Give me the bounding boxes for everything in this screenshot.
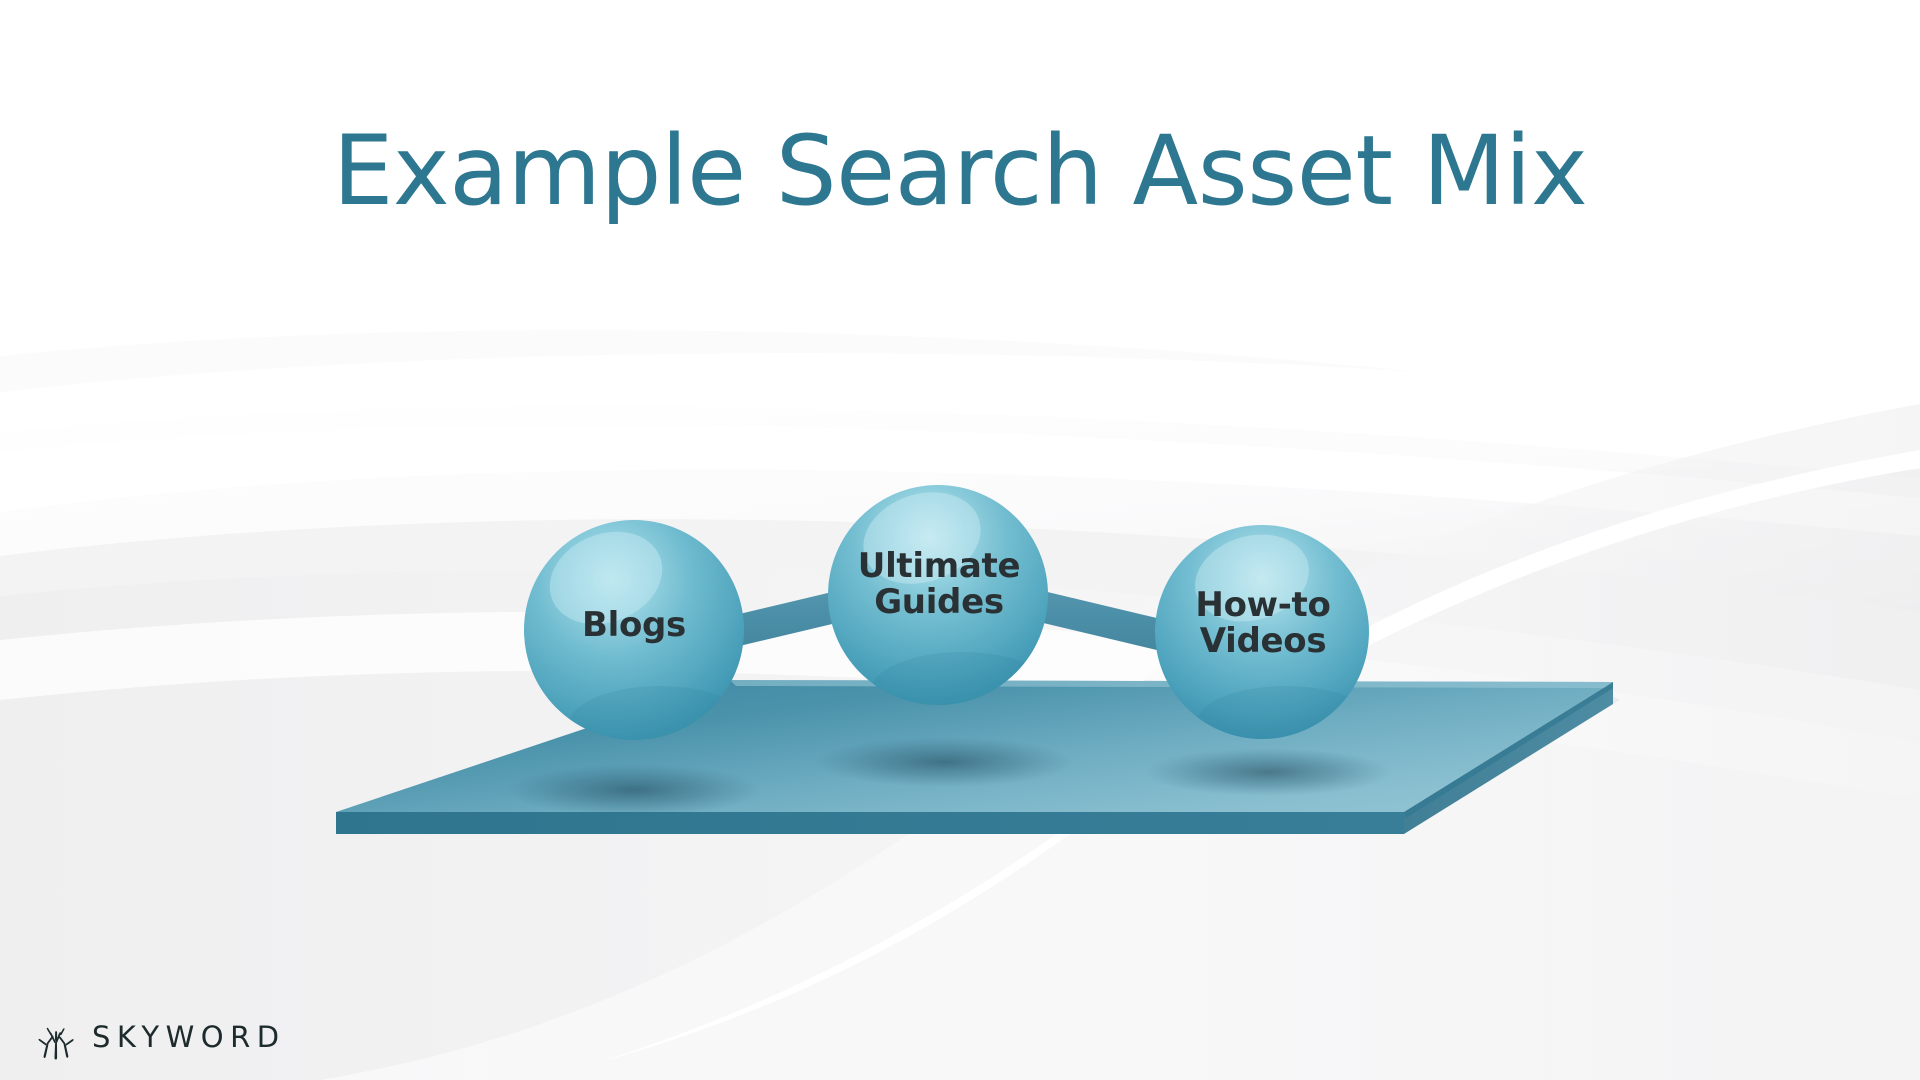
shadow-ultimate-guides <box>814 737 1074 787</box>
page-title: Example Search Asset Mix <box>332 115 1588 227</box>
shadow-blogs <box>506 764 762 816</box>
skyword-wordmark: SKYWORD <box>92 1020 286 1054</box>
sphere-blogs[interactable] <box>524 515 752 766</box>
skyword-coral-branch-icon <box>38 1027 74 1060</box>
sphere-how-to-videos[interactable] <box>1155 522 1376 762</box>
shadow-how-to-videos <box>1144 748 1392 796</box>
skyword-logo: SKYWORD <box>36 1014 286 1060</box>
sphere-ultimate-guides[interactable] <box>828 478 1054 732</box>
